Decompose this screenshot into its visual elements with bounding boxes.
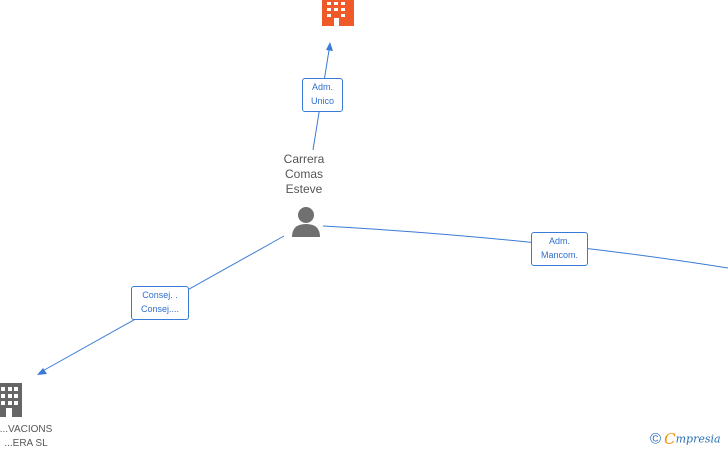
- person-name[interactable]: Carrera Comas Esteve: [268, 152, 340, 197]
- person-name-line: Comas: [284, 167, 323, 181]
- arrowhead-adm-unico: [326, 42, 333, 51]
- edge-label-line: Mancom.: [540, 250, 578, 260]
- brand-name: mpresia: [675, 432, 721, 446]
- person-icon[interactable]: [292, 207, 320, 237]
- brand-initial: C: [664, 430, 676, 448]
- edge-label-line: Adm.: [548, 236, 570, 246]
- edge-label-line: Consej. .: [142, 290, 178, 300]
- edge-label-consej[interactable]: Consej. . Consej....: [131, 286, 189, 320]
- edge-label-adm-mancom[interactable]: Adm. Mancom.: [531, 232, 588, 266]
- company-name[interactable]: ...VACIONS ...ERA SL: [0, 423, 66, 451]
- building-icon[interactable]: [0, 383, 22, 417]
- empresia-watermark: © Cmpresia: [650, 430, 721, 448]
- edge-line-adm-mancom: [322, 225, 728, 269]
- edge-label-adm-unico[interactable]: Adm. Unico: [302, 78, 343, 112]
- building-icon[interactable]: [322, 0, 354, 26]
- edge-label-line: Adm.: [311, 82, 333, 92]
- edge-label-line: Unico: [310, 96, 334, 106]
- arrowhead-consej: [37, 368, 47, 375]
- person-name-line: Esteve: [285, 182, 323, 196]
- copyright-icon: ©: [650, 430, 662, 448]
- company-name-line: ...VACIONS: [0, 424, 53, 435]
- edge-label-line: Consej....: [140, 304, 180, 314]
- person-name-line: Carrera: [283, 152, 325, 166]
- company-name-line: ...ERA SL: [4, 438, 48, 449]
